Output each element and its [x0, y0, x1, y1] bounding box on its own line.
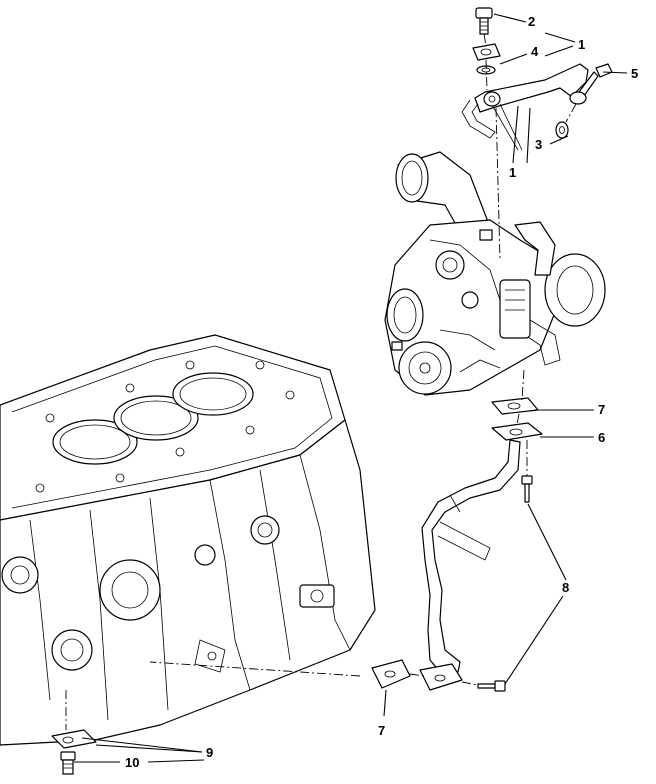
callout-7-upper: 7	[598, 402, 605, 417]
leader-lines	[74, 13, 628, 763]
callout-1-upper: 1	[578, 37, 585, 52]
upper-gasket	[491, 397, 539, 415]
callout-6: 6	[598, 430, 605, 445]
banjo-bolt	[475, 7, 493, 35]
callout-3: 3	[535, 137, 542, 152]
callout-10: 10	[125, 755, 139, 770]
turbocharger	[384, 151, 606, 396]
flange-bolt-lower	[477, 680, 506, 692]
flange-bolt-upper	[521, 475, 533, 503]
oil-feed-pipe-assembly	[461, 7, 613, 261]
engine-block	[0, 334, 376, 746]
callout-1-lower: 1	[509, 165, 516, 180]
drain-fitting-assembly	[51, 690, 97, 775]
callout-5: 5	[631, 66, 638, 81]
callout-8: 8	[562, 580, 569, 595]
callout-labels: 1 1 2 3 4 5 6 7 7 8 9 10	[125, 14, 638, 770]
sealing-washer	[472, 43, 501, 75]
copper-washer	[555, 121, 569, 139]
lower-gasket	[371, 659, 411, 689]
callout-7-lower: 7	[378, 723, 385, 738]
oil-return-pipe-assembly	[149, 369, 543, 692]
callout-4: 4	[531, 44, 539, 59]
callout-9: 9	[206, 745, 213, 760]
callout-2: 2	[528, 14, 535, 29]
